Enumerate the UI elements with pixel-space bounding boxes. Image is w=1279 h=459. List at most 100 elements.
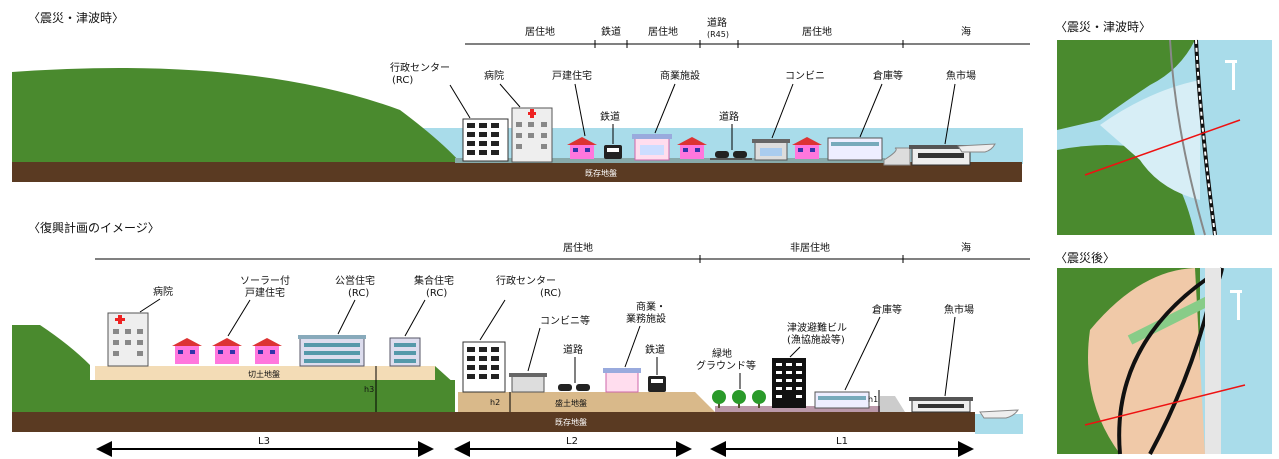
before-label-conv: コンビニ bbox=[785, 70, 825, 82]
map-top-title: 〈震災・津波時〉 bbox=[1055, 20, 1151, 34]
map-bottom-title: 〈震災後〉 bbox=[1055, 251, 1115, 265]
before-title: 〈震災・津波時〉 bbox=[28, 11, 124, 25]
after-cut-label: 切土地盤 bbox=[248, 369, 280, 379]
after-ground bbox=[12, 412, 975, 432]
after-leader-fishmarket bbox=[944, 316, 956, 397]
after-solar-house-2 bbox=[212, 338, 242, 364]
before-label-admin-rc: (RC) bbox=[392, 75, 413, 86]
before-seawall bbox=[883, 147, 911, 166]
before-train bbox=[604, 145, 622, 159]
before-house-3 bbox=[792, 137, 822, 159]
before-label-house: 戸建住宅 bbox=[552, 69, 592, 82]
before-cars bbox=[710, 151, 752, 160]
after-hill bbox=[12, 325, 90, 412]
after-lowland bbox=[715, 406, 895, 412]
after-cars bbox=[558, 384, 590, 391]
after-zone-residential: 居住地 bbox=[563, 241, 593, 254]
map-top-railway-dash bbox=[1195, 39, 1216, 236]
before-leader-warehouse bbox=[859, 83, 883, 138]
after-label-hospital: 病院 bbox=[153, 285, 173, 298]
before-house-2 bbox=[677, 137, 707, 159]
before-label-hospital: 病院 bbox=[484, 69, 504, 82]
before-warehouse bbox=[827, 137, 883, 161]
after-tsunami-building bbox=[772, 358, 806, 408]
before-leader-admin bbox=[449, 84, 471, 119]
after-label-public-2: (RC) bbox=[348, 288, 369, 299]
after-admin-building bbox=[462, 341, 506, 393]
after-label-admin-2: (RC) bbox=[540, 288, 561, 299]
after-public-housing bbox=[298, 335, 366, 367]
after-label-fishmarket: 魚市場 bbox=[944, 303, 974, 316]
after-sea bbox=[975, 414, 1023, 434]
map-bottom-pier bbox=[1230, 290, 1242, 293]
before-label-warehouse: 倉庫等 bbox=[873, 69, 903, 82]
before-label-road: 道路 bbox=[719, 110, 739, 123]
after-leader-hospital bbox=[139, 298, 161, 313]
before-land-strip bbox=[455, 158, 885, 163]
after-leader-solar bbox=[227, 299, 251, 337]
map-bottom-pier-2 bbox=[1237, 290, 1240, 320]
after-label-green-2: グラウンド等 bbox=[696, 359, 756, 372]
after-label-h2: h2 bbox=[490, 398, 500, 407]
after-label-L1: L1 bbox=[836, 436, 848, 447]
before-admin-building bbox=[462, 118, 509, 162]
after-label-green-1: 緑地 bbox=[712, 347, 732, 360]
after-seawall bbox=[880, 396, 905, 412]
before-zone-railway: 鉄道 bbox=[601, 25, 621, 38]
after-label-tsunami-2: (漁協施設等) bbox=[787, 333, 845, 346]
after-solar-house-1 bbox=[172, 338, 202, 364]
after-leader-apt bbox=[404, 299, 426, 337]
before-zone-ticks bbox=[594, 40, 904, 48]
before-label-fishmarket: 魚市場 bbox=[946, 69, 976, 82]
after-label-warehouse: 倉庫等 bbox=[872, 303, 902, 316]
after-label-rail: 鉄道 bbox=[645, 343, 665, 356]
after-fill-ground bbox=[458, 392, 715, 412]
map-top-road bbox=[1169, 39, 1206, 236]
before-section: 〈震災・津波時〉 居住地 鉄道 居住地 道路 (R45) 居住地 海 既存地盤 bbox=[12, 11, 1030, 182]
before-fish-market bbox=[909, 145, 973, 166]
after-train bbox=[648, 376, 666, 392]
after-leader-tsunami bbox=[789, 346, 801, 358]
before-leader-house bbox=[574, 83, 586, 137]
map-top-pier-2 bbox=[1232, 60, 1235, 90]
after-boat bbox=[979, 409, 1019, 419]
after-commercial bbox=[603, 368, 641, 393]
before-label-rail: 鉄道 bbox=[600, 110, 620, 123]
before-boat bbox=[957, 143, 996, 153]
after-fill-label: 盛土地盤 bbox=[555, 398, 587, 408]
after-cut-slope bbox=[435, 366, 455, 412]
after-label-public-1: 公営住宅 bbox=[335, 274, 375, 287]
after-leader-admin bbox=[479, 299, 506, 341]
map-bottom-port bbox=[1205, 268, 1221, 454]
after-conv-store bbox=[509, 373, 547, 393]
after-label-solar-1: ソーラー付 bbox=[240, 274, 290, 287]
map-top-section-line bbox=[1084, 119, 1241, 176]
after-section: 〈復興計画のイメージ〉 居住地 非居住地 海 切土地盤 盛土地盤 既存地盤 bbox=[12, 220, 1030, 457]
after-zone-sea: 海 bbox=[961, 241, 971, 254]
before-zone-residential-1: 居住地 bbox=[525, 25, 555, 38]
after-label-L2: L2 bbox=[566, 436, 578, 447]
before-zone-r45: (R45) bbox=[707, 30, 729, 39]
before-commercial bbox=[632, 134, 672, 161]
before-zone-road: 道路 bbox=[707, 16, 727, 29]
after-label-comm-1: 商業・ bbox=[636, 300, 666, 313]
map-bottom-section-line bbox=[1084, 384, 1246, 426]
after-label-tsunami-1: 津波避難ビル bbox=[787, 321, 847, 334]
after-apartment bbox=[389, 337, 421, 367]
after-cut-ground bbox=[95, 366, 435, 380]
map-top-flooded bbox=[1100, 80, 1200, 200]
after-solar-house-3 bbox=[252, 338, 282, 364]
after-label-solar-2: 戸建住宅 bbox=[245, 286, 285, 299]
map-bottom: 〈震災後〉 bbox=[1055, 251, 1272, 455]
before-ground bbox=[12, 162, 1022, 182]
before-leader-fishmarket bbox=[944, 83, 956, 145]
after-label-conv: コンビニ等 bbox=[540, 314, 590, 327]
after-leader-comm bbox=[624, 325, 641, 368]
before-label-admin: 行政センター bbox=[390, 61, 450, 74]
after-label-comm-2: 業務施設 bbox=[626, 312, 666, 325]
after-title: 〈復興計画のイメージ〉 bbox=[28, 220, 160, 235]
map-top: 〈震災・津波時〉 bbox=[1055, 20, 1272, 236]
after-leader-conv bbox=[527, 327, 541, 372]
before-zone-sea: 海 bbox=[961, 25, 971, 38]
